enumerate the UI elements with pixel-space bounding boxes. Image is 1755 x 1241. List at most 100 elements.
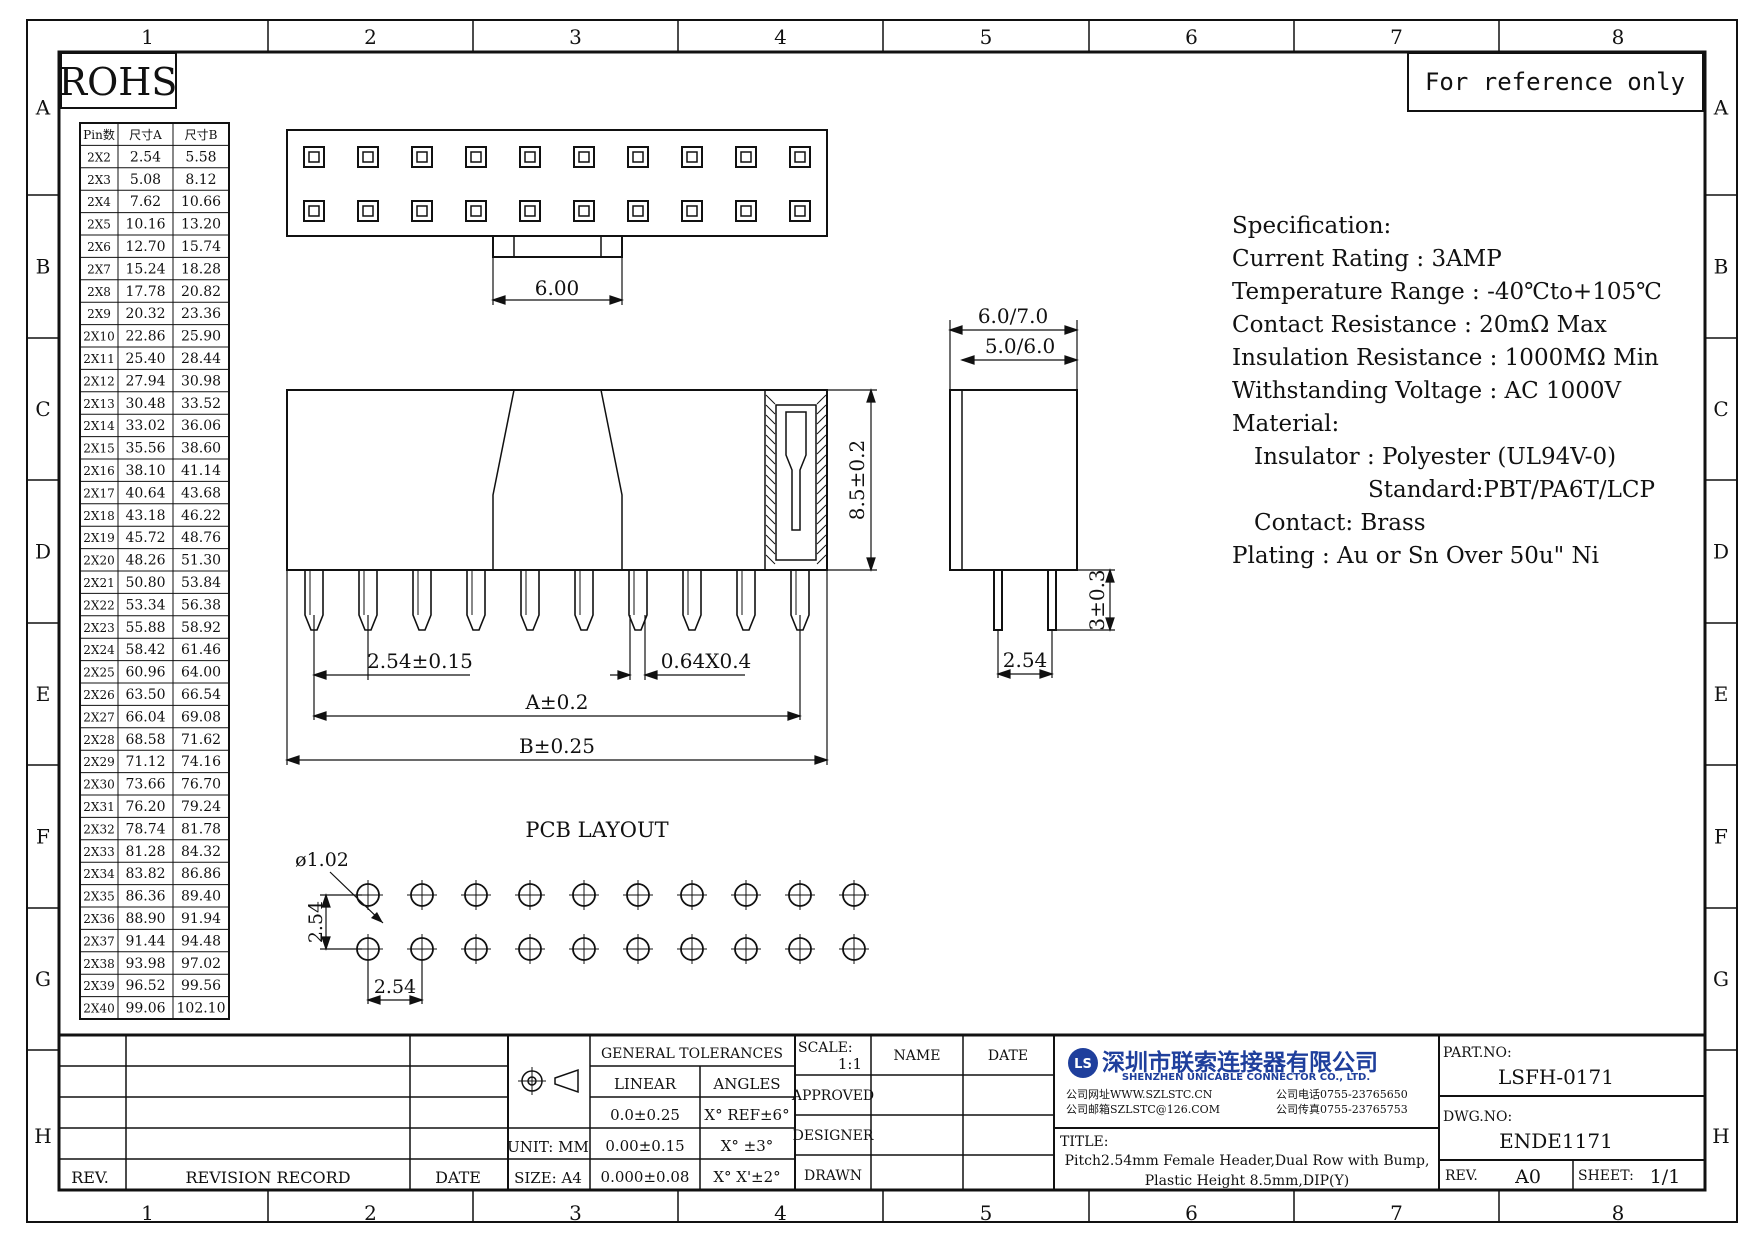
contact-square <box>735 146 757 168</box>
front-pin <box>682 570 702 631</box>
specification: Specification: Current Rating : 3AMP Tem… <box>1232 213 1662 569</box>
designer-label: DESIGNER <box>793 1128 874 1144</box>
contact-square <box>789 200 811 222</box>
top-view <box>286 129 828 258</box>
scale-label: SCALE: <box>798 1040 853 1056</box>
pin-table-cell: 12.70 <box>125 239 165 255</box>
zone-col-label: 4 <box>774 25 787 49</box>
pin-table-cell: 38.10 <box>125 463 165 479</box>
contact-spring <box>785 411 807 531</box>
zone-col-label: 2 <box>364 1201 377 1225</box>
pin-table-cell: 46.22 <box>181 508 221 524</box>
contact-square <box>573 200 595 222</box>
pcb-hole <box>623 880 653 910</box>
pin-table-cell: 94.48 <box>181 933 221 949</box>
front-pin <box>520 570 540 631</box>
title-block <box>59 1033 1705 1190</box>
dwg-no-label: DWG.NO: <box>1443 1109 1512 1125</box>
width-dimension-inner: 5.0/6.0 <box>985 334 1055 358</box>
pin-table-cell: 60.96 <box>125 665 165 681</box>
reference-label: For reference only <box>1425 68 1685 96</box>
pin-table-cell: 2X7 <box>87 262 111 276</box>
zone-col-label: 8 <box>1612 25 1625 49</box>
pin-table-cell: 73.66 <box>125 777 165 793</box>
pin-table-cell: 2X14 <box>83 419 115 433</box>
approved-label: APPROVED <box>791 1088 874 1104</box>
pin-table-cell: 2X9 <box>87 307 111 321</box>
drawing-title-line1: Pitch2.54mm Female Header,Dual Row with … <box>1065 1153 1430 1169</box>
pin-table-cell: 15.24 <box>125 261 165 277</box>
pin-table-cell: 56.38 <box>181 597 221 613</box>
zone-col-label: 8 <box>1612 1201 1625 1225</box>
pin-table-cell: 35.56 <box>125 441 165 457</box>
pin-table-cell: 10.66 <box>181 194 221 210</box>
spec-title: Specification: <box>1232 213 1391 239</box>
front-pin <box>736 570 756 631</box>
zone-row-label: D <box>35 540 51 564</box>
pin-table-cell: 2X19 <box>83 531 114 545</box>
contact-square <box>627 200 649 222</box>
zone-row-label: E <box>36 682 51 706</box>
spec-line: Insulation Resistance : 1000MΩ Min <box>1232 345 1659 371</box>
pcb-hole <box>839 880 869 910</box>
pin-size-dimension: 0.64X0.4 <box>661 649 752 673</box>
pin-table-cell: 2X2 <box>87 150 111 164</box>
pcb-hole <box>731 880 761 910</box>
pcb-layout-title: PCB LAYOUT <box>525 818 668 842</box>
contact-square <box>789 146 811 168</box>
pin-table-cell: 2X12 <box>83 374 114 388</box>
pin-table-cell: 2X33 <box>83 845 114 859</box>
pin-table-cell: 83.82 <box>125 866 165 882</box>
pin-table-cell: 2X34 <box>83 867 115 881</box>
pin-table-cell: 76.70 <box>181 777 221 793</box>
drawn-label: DRAWN <box>804 1168 862 1184</box>
contact-square <box>465 200 487 222</box>
pin-table-cell: 2X15 <box>83 442 114 456</box>
zone-row-label: B <box>1714 255 1729 279</box>
side-pitch-dimension: 2.54 <box>1003 648 1048 672</box>
zone-ticks <box>27 20 1737 1222</box>
name-header: NAME <box>894 1048 941 1064</box>
reference-box <box>1407 52 1704 112</box>
front-view-body <box>286 389 828 571</box>
pin-table-cell: 5.08 <box>130 172 161 188</box>
zone-col-label: 3 <box>569 25 582 49</box>
pin-table-cell: 86.86 <box>181 866 221 882</box>
pin-table-cell: 69.08 <box>181 709 221 725</box>
revision-date-header: DATE <box>435 1168 481 1187</box>
zone-row-label: G <box>1713 967 1729 991</box>
pin-table-cell: 2X6 <box>87 240 111 254</box>
contact-square <box>519 146 541 168</box>
pin-table-cell: 2X25 <box>83 666 114 680</box>
pin-table-cell: 66.04 <box>125 709 165 725</box>
spec-insulator: Insulator : Polyester (UL94V-0) <box>1254 444 1616 470</box>
pin-table-cell: 50.80 <box>125 575 165 591</box>
pin-table-cell: 2X28 <box>83 733 114 747</box>
pin-table-cell: 58.42 <box>125 642 165 658</box>
rev-label: REV. <box>1445 1168 1478 1184</box>
contact-square <box>465 146 487 168</box>
contact-square <box>357 146 379 168</box>
bump-dim <box>491 257 624 305</box>
pin-table-cell: 74.16 <box>181 754 221 770</box>
pin-table-cell: 2X31 <box>83 800 114 814</box>
pin-table-cell: 53.84 <box>181 575 221 591</box>
tol-angle-2: X° ±3° <box>721 1137 774 1155</box>
contact-square <box>681 146 703 168</box>
part-no: LSFH-0171 <box>1498 1065 1614 1089</box>
pin-table-cell: 15.74 <box>181 239 221 255</box>
bump-dimension: 6.00 <box>535 276 580 300</box>
a-dimension: A±0.2 <box>524 690 588 714</box>
pcb-hole <box>515 934 545 964</box>
pin-table-cell: 20.32 <box>125 306 165 322</box>
pin-table-cell: 33.02 <box>125 418 165 434</box>
